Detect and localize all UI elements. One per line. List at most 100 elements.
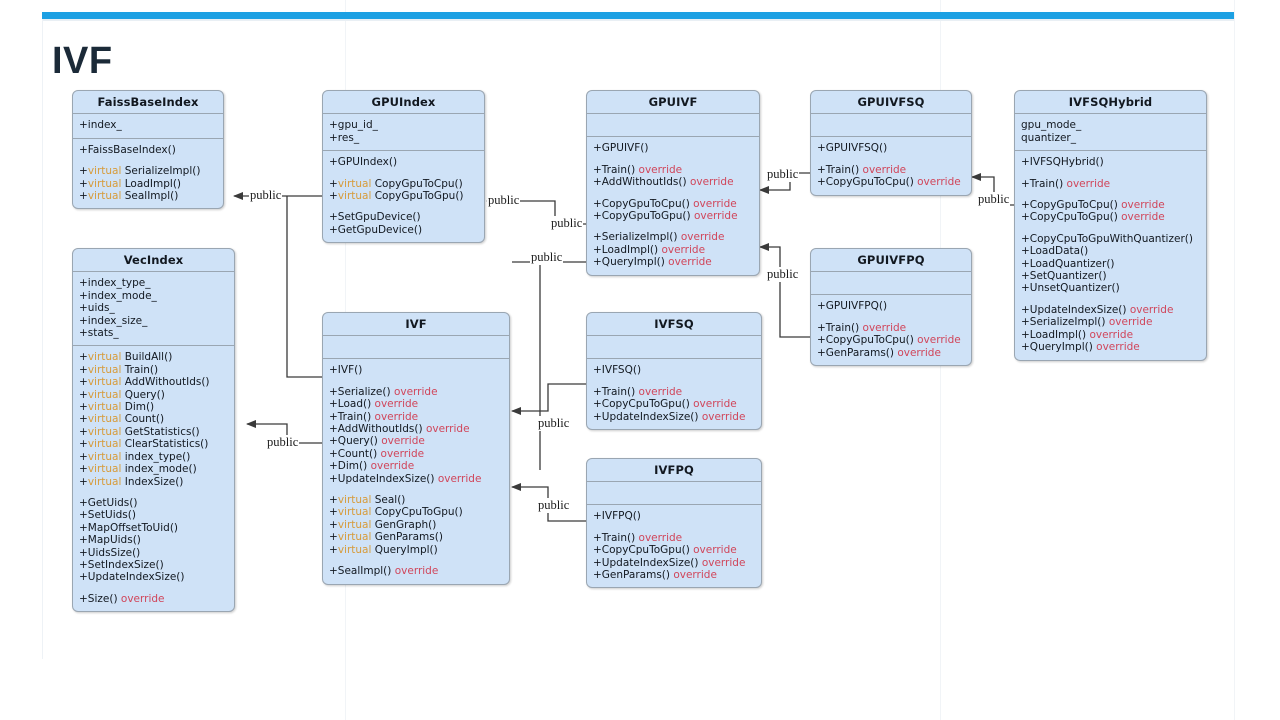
class-name-vecindex: VecIndex [73,249,234,273]
class-box-ivfsq[interactable]: IVFSQ +IVFSQ()+Train() override+CopyCpuTo… [586,312,762,431]
class-method: +GetUids() [79,496,138,509]
class-method: +CopyGpuToGpu() override [593,210,738,223]
class-attribute: +res_ [329,131,360,144]
class-name-ivfpq: IVFPQ [587,459,761,483]
method-group-gap [1021,224,1200,233]
edge-label-gpuivf-ivf: public [530,250,564,265]
method-group-gap [817,313,965,322]
class-box-vecindex[interactable]: VecIndex+index_type_+index_mode_+uids_+i… [72,248,235,613]
class-attribute: +gpu_id_ [329,119,378,132]
class-method: +Size() override [79,592,165,605]
class-method: +GPUIVF() [593,142,649,155]
class-method: +Train() override [1021,177,1111,190]
class-method: +virtual CopyCpuToGpu() [329,506,463,519]
edge-ivf-faissbaseindex-leg [286,196,322,378]
class-method: +UpdateIndexSize() override [593,556,746,569]
class-method: +AddWithoutIds() override [329,423,470,436]
class-method: +UpdateIndexSize() [79,571,185,584]
method-group-gap [329,169,478,178]
class-method: +CopyGpuToCpu() override [817,176,961,189]
class-method: +virtual CopyGpuToGpu() [329,190,464,203]
class-attribute: +uids_ [79,302,115,315]
edge-label-gpuindex-faissbaseindex: public [249,188,283,203]
class-method: +virtual GenGraph() [329,518,437,531]
class-attributes-gpuivfsq [811,114,971,138]
method-group-gap [593,155,753,164]
class-box-gpuivfsq[interactable]: GPUIVFSQ +GPUIVFSQ() +Train() override+Cop… [810,90,972,196]
class-method: +SealImpl() override [329,565,439,578]
class-method: +virtual GetStatistics() [79,425,200,438]
class-method: +virtual Count() [79,413,165,426]
method-group-gap [329,485,503,494]
class-method: +Dim() override [329,460,415,473]
class-methods-ivfpq: +IVFPQ()+Train() override+CopyCpuToGpu()… [587,505,761,587]
class-methods-vecindex: +virtual BuildAll()+virtual Train()+virt… [73,346,234,611]
class-methods-ivfsqhybrid: +IVFSQHybrid()+Train() override+CopyGpuT… [1015,151,1206,359]
class-methods-gpuivfpq: +GPUIVFPQ()+Train() override+CopyGpuToCp… [811,295,971,365]
class-attributes-gpuindex: +gpu_id_+res_ [323,114,484,152]
page-title: IVF [52,40,113,82]
class-method: +Load() override [329,398,419,411]
class-method: +SetQuantizer() [1021,270,1107,283]
edge-label-gpuivf-gpuindex-2: public [550,216,584,231]
class-method: +FaissBaseIndex() [79,143,176,156]
class-name-gpuivfsq: GPUIVFSQ [811,91,971,115]
class-method: +virtual LoadImpl() [79,177,182,190]
class-method: +UpdateIndexSize() override [1021,303,1174,316]
edge-label-ivfsq-ivf: public [537,416,571,431]
class-method: +SetGpuDevice() [329,211,421,224]
class-name-ivfsq: IVFSQ [587,313,761,337]
class-method: +MapUids() [79,534,141,547]
class-name-ivfsqhybrid: IVFSQHybrid [1015,91,1206,115]
class-method: +virtual Query() [79,388,165,401]
class-method: +GPUIVFSQ() [817,142,888,155]
edge-label-ivfpq-ivf: public [537,498,571,513]
class-attribute: +index_mode_ [79,289,157,302]
class-method: +Train() override [817,321,907,334]
class-method: +virtual Train() [79,363,159,376]
slide-guide-line [1234,0,1235,720]
class-box-ivf[interactable]: IVF +IVF() +Serialize() override+Load() ov… [322,312,510,585]
class-attributes-vecindex: +index_type_+index_mode_+uids_+index_siz… [73,272,234,347]
method-group-gap [1021,190,1200,199]
method-group-gap [1021,295,1200,304]
class-method: +Train() override [817,163,907,176]
class-method: +QueryImpl() override [593,256,712,269]
class-method: +virtual index_mode() [79,463,197,476]
method-group-gap [593,377,755,386]
method-group-gap [329,202,478,211]
class-box-gpuindex[interactable]: GPUIndex+gpu_id_+res_+GPUIndex()+virtual… [322,90,485,244]
method-group-gap [79,584,228,593]
method-group-gap [817,155,965,164]
class-name-faissbaseindex: FaissBaseIndex [73,91,223,115]
class-method: +virtual BuildAll() [79,351,173,364]
class-attributes-ivfpq [587,482,761,506]
class-method: +Serialize() override [329,385,438,398]
class-method: +MapOffsetToUid() [79,521,179,534]
class-methods-ivfsq: +IVFSQ()+Train() override+CopyCpuToGpu()… [587,359,761,429]
class-method: +Train() override [593,163,683,176]
class-box-gpuivf[interactable]: GPUIVF +GPUIVF() +Train() override+AddWith… [586,90,760,276]
class-method: +IVFSQHybrid() [1021,156,1104,169]
edge-label-gpuivfsq-gpuivf: public [766,167,800,182]
class-box-ivfpq[interactable]: IVFPQ +IVFPQ()+Train() override+CopyCpuTo… [586,458,762,589]
class-method: +UpdateIndexSize() override [593,410,746,423]
class-name-ivf: IVF [323,313,509,337]
class-method: +LoadImpl() override [1021,328,1134,341]
class-method: +CopyGpuToCpu() override [817,334,961,347]
class-box-gpuivfpq[interactable]: GPUIVFPQ+GPUIVFPQ()+Train() override+Cop… [810,248,972,367]
class-name-gpuivf: GPUIVF [587,91,759,115]
edge-label-gpuivf-gpuindex: public [487,193,521,208]
class-attribute: +index_size_ [79,314,148,327]
class-method: +AddWithoutIds() override [593,176,734,189]
class-attributes-ivfsq [587,336,761,360]
class-method: +IVFSQ() [593,364,642,377]
class-method: +virtual AddWithoutIds() [79,376,210,389]
class-method: +IVF() [329,364,363,377]
slide-left-rule [42,19,43,659]
class-method: +Query() override [329,435,425,448]
class-box-faissbaseindex[interactable]: FaissBaseIndex+index_+FaissBaseIndex()+v… [72,90,224,210]
accent-bar [42,12,1234,19]
class-attribute: quantizer_ [1021,131,1076,144]
